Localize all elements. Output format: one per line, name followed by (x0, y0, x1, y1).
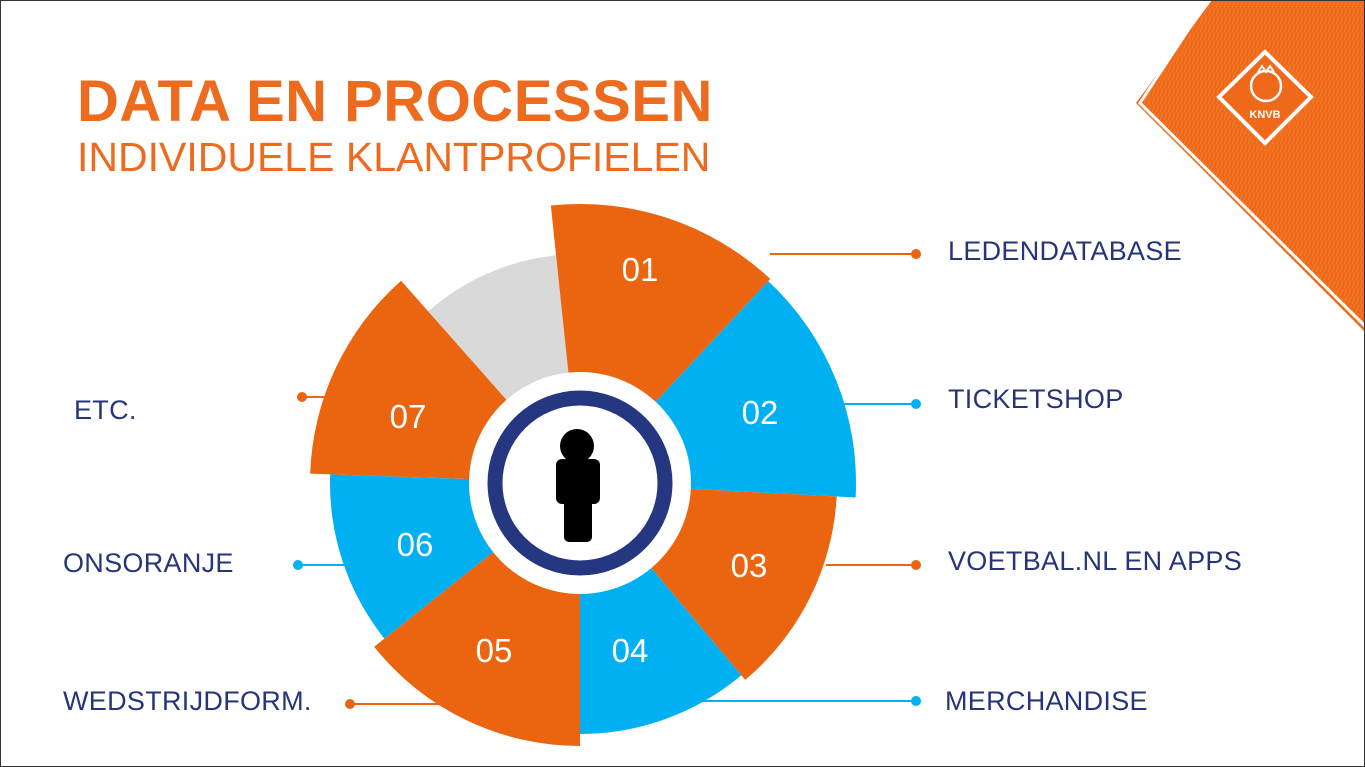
knvb-logo: KNVB (1216, 49, 1314, 146)
connector-dot-04 (911, 696, 921, 706)
segment-number-03: 03 (731, 547, 768, 584)
segment-number-07: 07 (390, 398, 427, 435)
connector-dot-02 (911, 399, 921, 409)
label-merchandise: MERCHANDISE (945, 686, 1148, 716)
connector-dot-07 (297, 392, 307, 402)
center-profile (469, 372, 691, 594)
segment-number-04: 04 (612, 632, 649, 669)
slide-subtitle: INDIVIDUELE KLANTPROFIELEN (77, 134, 711, 180)
connector-dot-05 (345, 699, 355, 709)
label-voetbal-nl: VOETBAL.NL EN APPS (948, 546, 1243, 576)
label-ticketshop: TICKETSHOP (948, 384, 1124, 414)
connector-dot-01 (911, 249, 921, 259)
person-icon (556, 429, 600, 542)
segment-number-02: 02 (742, 394, 779, 431)
label-ledendatabase: LEDENDATABASE (948, 236, 1182, 266)
segment-number-05: 05 (476, 632, 513, 669)
svg-text:KNVB: KNVB (1249, 109, 1280, 121)
segment-number-01: 01 (622, 251, 659, 288)
corner-decoration: KNVB (1136, 0, 1365, 332)
segment-number-06: 06 (397, 526, 434, 563)
slide-title: DATA EN PROCESSEN (77, 69, 713, 134)
connector-dot-06 (293, 560, 303, 570)
label-wedstrijdform: WEDSTRIJDFORM. (63, 686, 312, 716)
label-etc: ETC. (74, 395, 137, 425)
connector-dot-03 (911, 560, 921, 570)
label-onsoranje: ONSORANJE (63, 548, 234, 578)
